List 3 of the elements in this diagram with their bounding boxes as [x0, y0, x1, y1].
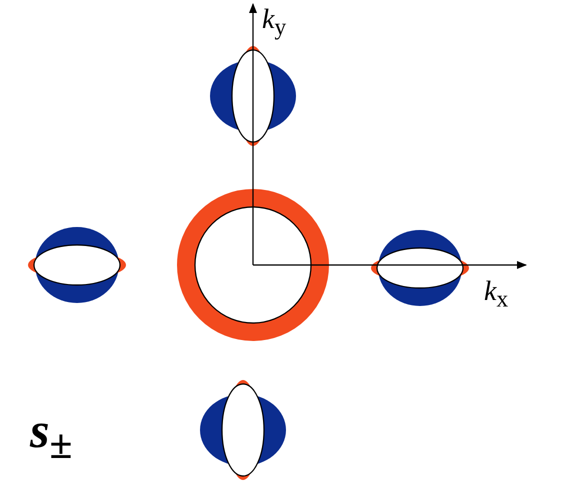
axis-label: k$_{y}$ [262, 6, 286, 40]
gap-symbol-label: s$_{±}$ [30, 405, 72, 467]
axis-label: k$_{x}$ [484, 278, 508, 312]
